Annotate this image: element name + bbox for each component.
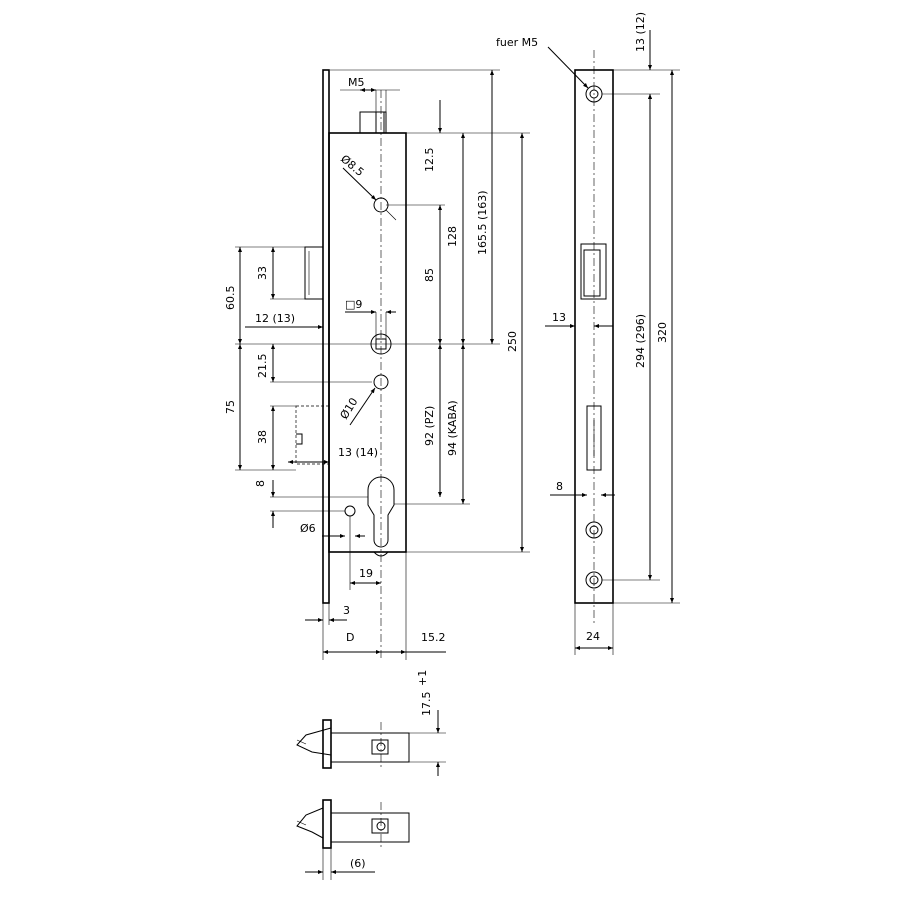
label-320: 320 [656, 322, 669, 343]
label-128: 128 [446, 226, 459, 247]
label-d6: Ø6 [300, 522, 316, 535]
label-33: 33 [256, 266, 269, 280]
bolt-detail-retracted [296, 710, 446, 776]
dimension-labels: M5 Ø8.5 12.5 85 128 165.5 (163) 250 □9 3… [224, 12, 669, 870]
label-38: 38 [256, 430, 269, 444]
side-view-dimensions [235, 69, 530, 660]
label-d10: Ø10 [338, 395, 361, 421]
label-24: 24 [586, 630, 600, 643]
label-21-5: 21.5 [256, 354, 269, 379]
label-m5-top: M5 [348, 76, 365, 89]
label-17-5: 17.5 [420, 692, 433, 717]
label-94-kaba: 94 (KABA) [446, 400, 459, 456]
label-13-right: 13 [552, 311, 566, 324]
label-d: D [346, 631, 354, 644]
faceplate-front-view [574, 50, 614, 625]
label-17-5-tolerance: +1 [416, 670, 429, 686]
label-d8-5: Ø8.5 [338, 152, 366, 179]
label-6-paren: (6) [350, 857, 366, 870]
front-view-dimensions [545, 30, 680, 655]
label-12-13: 12 (13) [255, 312, 295, 325]
label-12-5: 12.5 [423, 148, 436, 173]
label-fuer-m5: fuer M5 [496, 36, 538, 49]
label-92-pz: 92 (PZ) [423, 406, 436, 446]
label-85: 85 [423, 268, 436, 282]
label-13-14: 13 (14) [338, 446, 378, 459]
label-60-5: 60.5 [224, 286, 237, 311]
label-19: 19 [359, 567, 373, 580]
label-250: 250 [506, 331, 519, 352]
label-3: 3 [343, 604, 350, 617]
label-8-left: 8 [254, 480, 267, 487]
label-294-296: 294 (296) [634, 314, 647, 368]
label-square-9: □9 [345, 298, 362, 311]
label-165-5: 165.5 (163) [476, 190, 489, 255]
label-8-right: 8 [556, 480, 563, 493]
label-75: 75 [224, 400, 237, 414]
bolt-detail-extended [296, 799, 410, 880]
label-15-2: 15.2 [421, 631, 446, 644]
label-13-12: 13 (12) [634, 12, 647, 52]
